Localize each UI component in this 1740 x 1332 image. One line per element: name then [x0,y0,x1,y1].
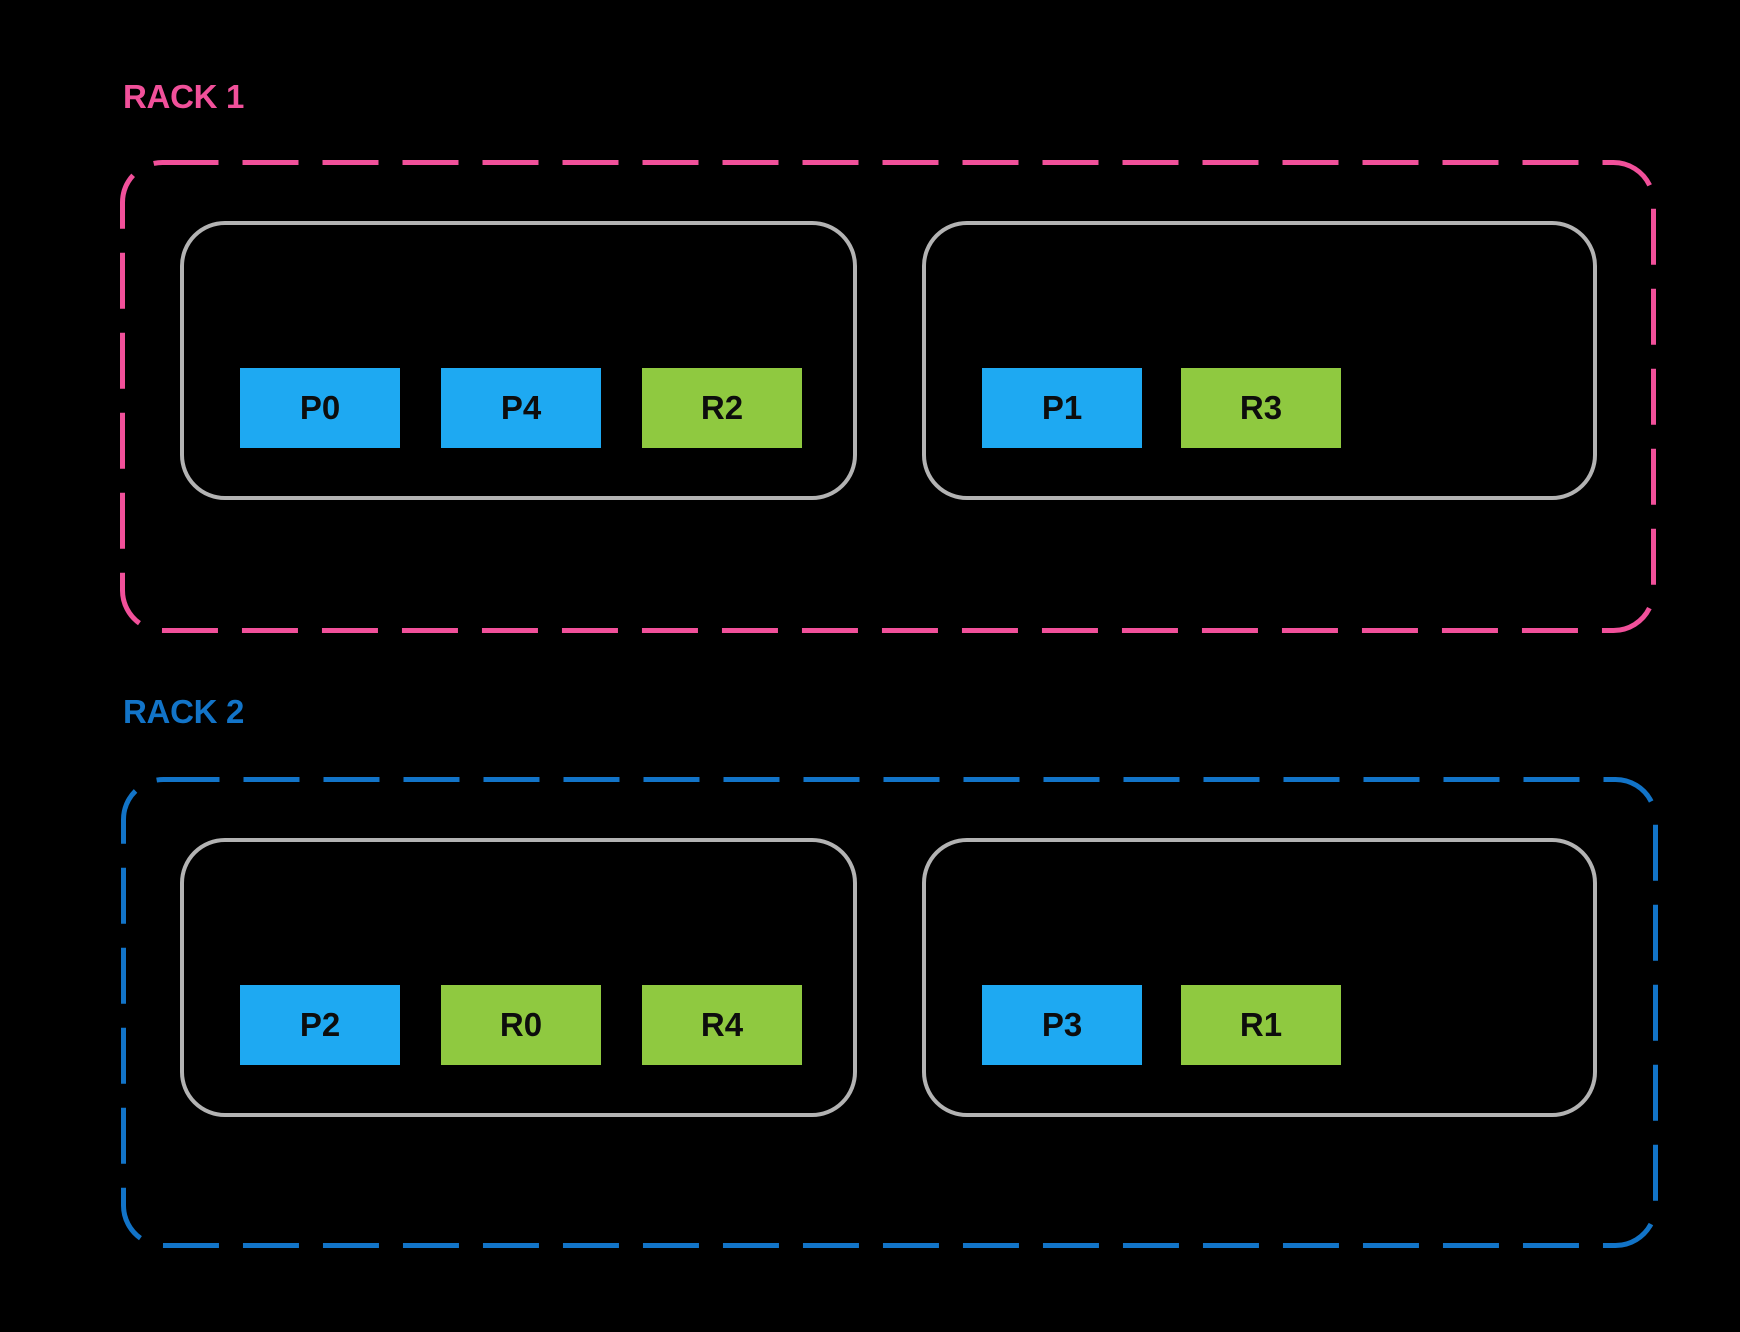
rack2-boundary: P2 R0 R4 P3 R1 [121,777,1658,1248]
shard-r4: R4 [642,985,802,1065]
rack2-label: RACK 2 [123,693,245,730]
rack1-dashed-border-icon [120,160,1656,633]
shard-p2: P2 [240,985,400,1065]
shard-r2: R2 [642,368,802,448]
rack1-node2: P1 R3 [922,221,1597,500]
rack1-label: RACK 1 [123,78,245,115]
shard-r3: R3 [1181,368,1341,448]
shard-p0: P0 [240,368,400,448]
shard-p3: P3 [982,985,1142,1065]
shard-p4: P4 [441,368,601,448]
rack1-boundary: P0 P4 R2 P1 R3 [120,160,1656,633]
shard-r0: R0 [441,985,601,1065]
shard-p1: P1 [982,368,1142,448]
rack2-node2: P3 R1 [922,838,1597,1117]
shard-r1: R1 [1181,985,1341,1065]
rack2-dashed-border-icon [121,777,1658,1248]
rack2-node1: P2 R0 R4 [180,838,857,1117]
rack1-node1: P0 P4 R2 [180,221,857,500]
